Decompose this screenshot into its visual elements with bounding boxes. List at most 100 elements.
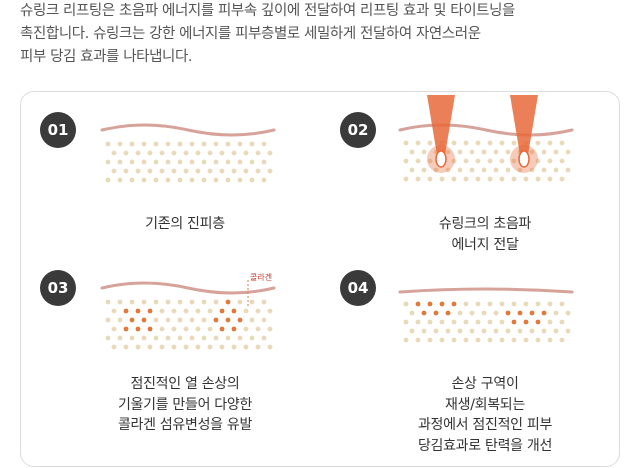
dermis-dot <box>559 176 565 182</box>
dermis-dot <box>439 337 445 343</box>
dermis-dot <box>493 167 499 173</box>
dermis-dot <box>457 167 463 173</box>
skin-surface-line <box>100 123 276 137</box>
dermis-dot <box>123 150 129 156</box>
collagen-dot <box>517 310 523 316</box>
dermis-dot <box>117 141 123 147</box>
dermis-dot <box>171 150 177 156</box>
dermis-dot <box>475 176 481 182</box>
dermis-dot <box>153 141 159 147</box>
dermis-dot <box>237 335 243 341</box>
dermis-dot <box>225 159 231 165</box>
dermis-dot <box>415 176 421 182</box>
dermis-dot <box>403 158 409 164</box>
dermis-dot <box>469 167 475 173</box>
collagen-dot <box>445 310 451 316</box>
dermis-dot <box>499 301 505 307</box>
dermis-dot <box>505 328 511 334</box>
dermis-dot <box>523 301 529 307</box>
dermis-dot <box>523 176 529 182</box>
collagen-dot <box>231 308 237 314</box>
dermis-dot <box>457 149 463 155</box>
dermis-dot <box>463 158 469 164</box>
dermis-dot <box>117 177 123 183</box>
dermis-dot <box>421 149 427 155</box>
dermis-dot <box>529 167 535 173</box>
dermis-dot <box>243 308 249 314</box>
dermis-dot <box>153 335 159 341</box>
dermis-dot <box>457 310 463 316</box>
dermis-dot <box>237 141 243 147</box>
dermis-dot <box>177 141 183 147</box>
dermis-dot <box>237 159 243 165</box>
intro-line: 피부 당김 효과를 나타냅니다. <box>20 49 193 65</box>
step-number-badge: 04 <box>340 270 376 306</box>
dermis-dot <box>189 317 195 323</box>
dermis-dot <box>547 140 553 146</box>
dermis-dot <box>493 149 499 155</box>
dermis-dot <box>261 335 267 341</box>
dermis-dot <box>505 149 511 155</box>
caption-line: 콜라겐 섬유변성을 유발 <box>117 417 253 433</box>
dermis-dot <box>487 140 493 146</box>
dermis-dot <box>499 319 505 325</box>
dermis-dot <box>439 176 445 182</box>
dermis-dot <box>141 159 147 165</box>
dermis-dot <box>201 141 207 147</box>
dermis-dot <box>225 177 231 183</box>
collagen-dot <box>213 317 219 323</box>
dermis-dot <box>267 150 273 156</box>
step-caption: 기존의 진피층 <box>90 214 280 235</box>
dermis-dot <box>475 301 481 307</box>
dermis-dot <box>231 150 237 156</box>
dermis-dot <box>415 140 421 146</box>
collagen-dot <box>219 326 225 332</box>
dermis-dot <box>153 299 159 305</box>
dermis-dot <box>147 150 153 156</box>
dermis-dot <box>403 176 409 182</box>
step-caption: 점진적인 열 손상의 기울기를 만들어 다양한 콜라겐 섬유변성을 유발 <box>90 374 280 436</box>
dermis-dot <box>511 301 517 307</box>
dermis-dot <box>565 310 571 316</box>
dermis-dot <box>105 335 111 341</box>
dermis-dot <box>511 337 517 343</box>
dermis-dot <box>451 140 457 146</box>
dermis-dot <box>469 310 475 316</box>
dermis-dot <box>129 335 135 341</box>
dermis-dot <box>487 319 493 325</box>
dermis-dot <box>159 344 165 350</box>
dermis-dot <box>111 344 117 350</box>
dermis-dot <box>255 344 261 350</box>
dermis-dot <box>195 308 201 314</box>
collagen-dot <box>505 310 511 316</box>
dermis-dot <box>189 335 195 341</box>
dermis-dot <box>409 310 415 316</box>
dermis-dot <box>207 150 213 156</box>
dermis-dot <box>463 176 469 182</box>
dermis-dot <box>117 299 123 305</box>
dermis-dot <box>225 141 231 147</box>
dermis-dot <box>439 319 445 325</box>
caption-line: 슈링크의 초음파 <box>438 216 532 232</box>
dermis-dot <box>189 159 195 165</box>
ultrasound-energy-illustration <box>398 95 574 182</box>
collagen-dot <box>439 301 445 307</box>
step-number-badge: 02 <box>340 112 376 148</box>
collagen-dot <box>135 308 141 314</box>
step-number-badge: 01 <box>40 112 76 148</box>
dermis-dot <box>141 299 147 305</box>
dermis-dot <box>153 317 159 323</box>
dermis-dot <box>177 159 183 165</box>
regeneration-illustration <box>398 287 574 343</box>
dermis-dot <box>261 141 267 147</box>
dermis-dot <box>481 310 487 316</box>
ultrasound-beam <box>427 95 455 155</box>
dermis-dot <box>231 168 237 174</box>
dermis-dot <box>201 159 207 165</box>
dermis-dot <box>451 158 457 164</box>
dermis-dot <box>475 158 481 164</box>
dermis-dot <box>403 319 409 325</box>
dermis-dot <box>249 299 255 305</box>
dermis-dot <box>255 150 261 156</box>
collagen-dot <box>135 326 141 332</box>
